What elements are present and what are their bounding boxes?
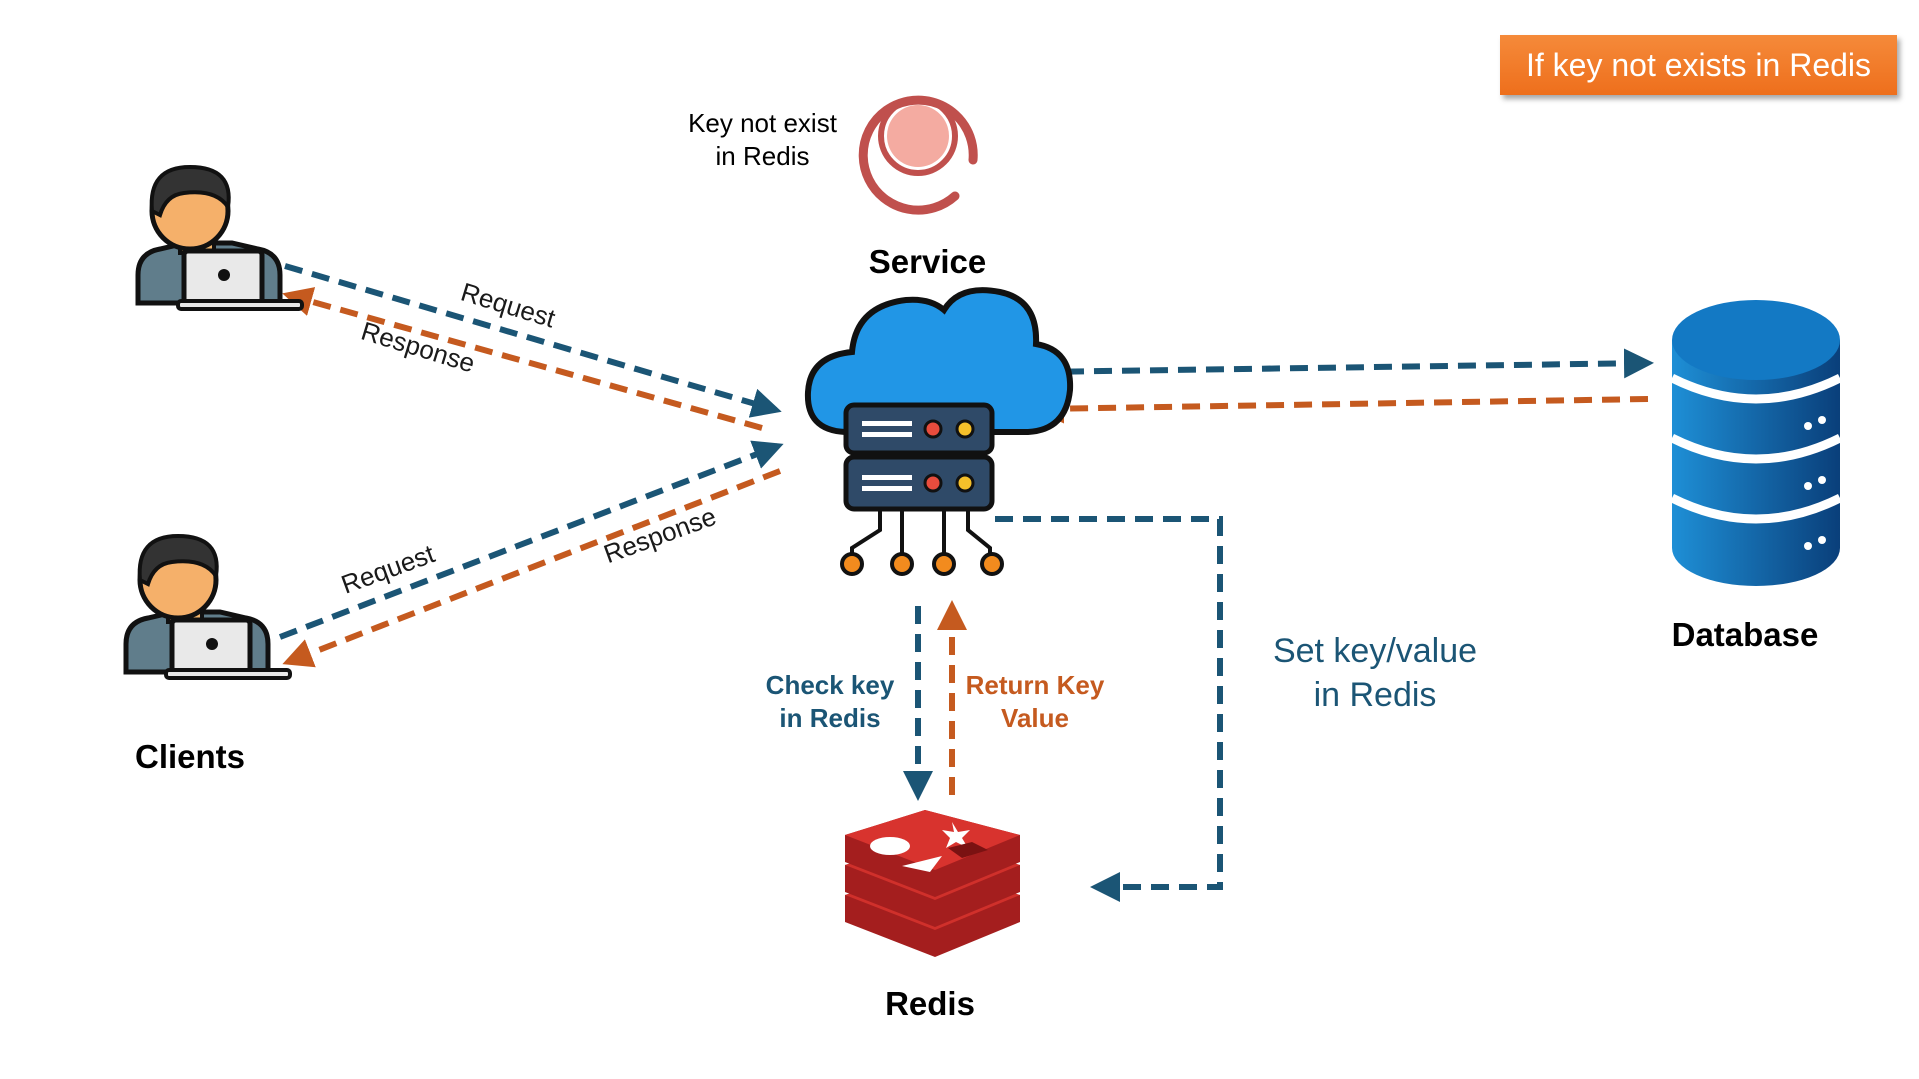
check-key-label-line1: Check key [765, 670, 895, 700]
clients-label: Clients [134, 738, 246, 775]
db-result-arrow [1034, 393, 1649, 424]
request-arrow-top [284, 263, 782, 418]
redis-label: Redis [885, 985, 975, 1022]
pulse-ring-icon [858, 95, 978, 215]
service-label: Service [868, 243, 987, 280]
set-key-arrow [995, 516, 1223, 902]
return-key-label-line1: Return Key [965, 670, 1105, 700]
database-icon [1669, 300, 1843, 586]
request-arrow-bottom [278, 440, 784, 640]
database-label: Database [1671, 616, 1819, 653]
db-query-arrow [1037, 348, 1654, 379]
return-key-label-line2: Value [1001, 703, 1069, 733]
note-label-line2: in Redis [715, 141, 810, 171]
response-arrow-bottom [282, 468, 782, 668]
user-laptop-icon [123, 533, 292, 680]
set-key-label-line2: in Redis [1313, 676, 1437, 714]
scenario-banner: If key not exists in Redis [1500, 35, 1897, 95]
set-key-label-line1: Set key/value [1272, 632, 1478, 670]
note-label-line1: Key not exist [688, 108, 837, 138]
redis-logo-icon [845, 810, 1020, 957]
check-key-label-line2: in Redis [779, 703, 881, 733]
user-laptop-icon [135, 164, 304, 311]
cloud-server-icon [804, 287, 1074, 576]
